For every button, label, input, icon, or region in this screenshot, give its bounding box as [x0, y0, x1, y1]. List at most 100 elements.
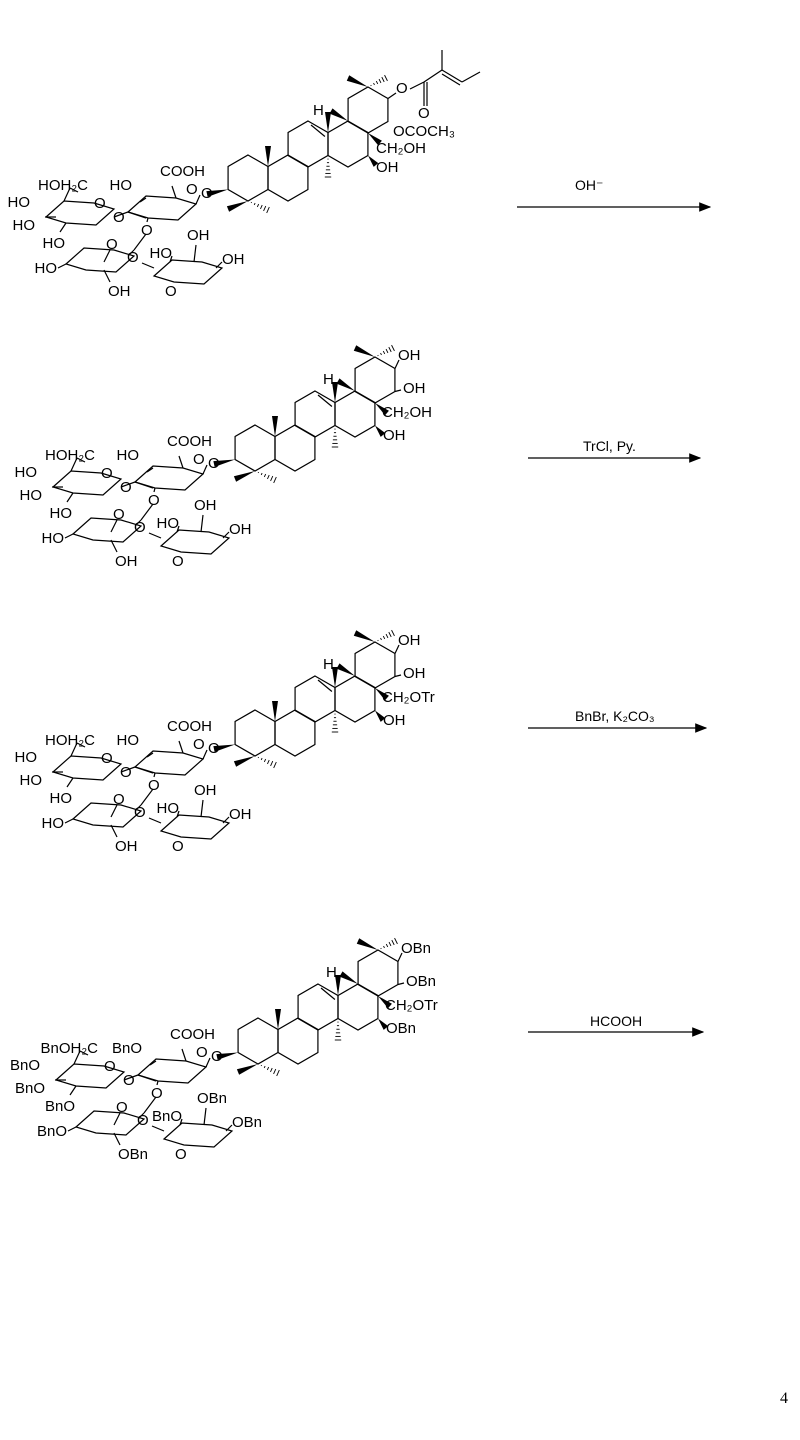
reaction-arrow-4: HCOOH — [528, 1013, 705, 1037]
bond — [387, 92, 397, 99]
sugar-label: OH — [108, 283, 131, 300]
hashed-bond — [388, 631, 392, 638]
ring-c — [294, 390, 336, 438]
wedge-bond — [375, 710, 386, 722]
bond — [123, 1074, 139, 1081]
substituent-label: H — [313, 102, 324, 119]
bond — [225, 1124, 233, 1132]
hashed-bond — [380, 637, 382, 641]
sugar-label: HO — [50, 790, 73, 807]
sugar-label: BnO — [10, 1057, 40, 1074]
ring-b — [274, 424, 316, 472]
bond — [134, 519, 142, 527]
hashed-bond — [382, 635, 386, 640]
bond — [151, 1125, 165, 1132]
sugar-label: O — [94, 195, 106, 212]
sugar-label: O — [165, 283, 177, 300]
rhamnose-ring — [71, 517, 143, 543]
substituent-label: H — [323, 371, 334, 388]
substituent-label: CH₂OTr — [382, 689, 435, 706]
sugar-label: OBn — [197, 1090, 227, 1107]
wedge-bond — [236, 1064, 258, 1075]
bond — [70, 742, 78, 757]
sugar-label: O — [175, 1146, 187, 1163]
bond — [63, 187, 71, 202]
wedge-bond — [325, 112, 331, 133]
hashed-bond — [388, 941, 392, 947]
sugar-label: OH — [222, 251, 245, 268]
bond — [394, 359, 400, 369]
structure-benzylated-saponin: OBnOBnHCH₂OTrOBnBnOH₂CBnOBnOBnOOOBnOCOOH… — [10, 937, 438, 1163]
bond — [195, 194, 201, 205]
substituent-label: OCOCH₃ — [393, 123, 455, 140]
ring-c — [287, 120, 329, 168]
hashed-bond — [373, 82, 375, 86]
bond — [441, 73, 461, 86]
sugar-label: O — [113, 506, 125, 523]
sugar-label: O — [193, 736, 205, 753]
substituent-label: OH — [403, 380, 426, 397]
sugar-label: HOH₂C — [45, 732, 95, 749]
hashed-bond — [273, 476, 277, 484]
bond — [140, 788, 154, 806]
sugar-label: COOH — [167, 433, 212, 450]
ring-a — [234, 709, 276, 757]
bond — [176, 810, 180, 818]
substituent-label: O — [418, 105, 430, 122]
bond — [137, 1074, 157, 1082]
sugar-label: COOH — [160, 163, 205, 180]
bond — [110, 824, 118, 838]
bond — [127, 249, 135, 257]
wedge-bond — [353, 345, 375, 357]
hashed-bond — [260, 204, 263, 210]
wedge-bond — [265, 146, 271, 167]
bond — [203, 1107, 207, 1126]
wedge-bond — [378, 996, 392, 1009]
sugar-label: BnO — [112, 1040, 142, 1057]
sugar-label: HO — [117, 447, 140, 464]
ring-a — [227, 154, 269, 202]
hashed-bond — [385, 633, 389, 639]
wedge-bond — [216, 1052, 238, 1060]
wedge-bond — [336, 378, 355, 391]
sugar-label: O — [101, 750, 113, 767]
ring-e — [354, 356, 396, 404]
substituent-label: H — [323, 656, 334, 673]
sugar-label: HO — [43, 235, 66, 252]
bond — [423, 69, 443, 83]
sugar-label: COOH — [167, 718, 212, 735]
bond — [178, 740, 184, 754]
double-bond — [320, 987, 336, 1000]
fucose-ring — [159, 529, 231, 555]
glucuronic-acid-ring — [133, 465, 205, 491]
bond — [73, 1050, 81, 1065]
wedge-bond — [272, 701, 278, 722]
substituent-label: OH — [383, 427, 406, 444]
wedge-bond — [226, 201, 248, 212]
bond — [193, 244, 197, 263]
bond — [120, 481, 136, 488]
fucose-ring — [162, 1122, 234, 1148]
sugar-label: O — [208, 740, 220, 757]
bond — [149, 1060, 157, 1066]
ring-d — [337, 983, 379, 1031]
bond — [103, 249, 111, 263]
wedge-bond — [368, 133, 382, 146]
bond — [179, 1118, 183, 1126]
hashed-bond — [391, 939, 395, 946]
bond — [409, 81, 425, 90]
bond — [113, 1112, 121, 1126]
bond — [134, 804, 142, 812]
sugar-label: O — [116, 1099, 128, 1116]
hashed-bond — [381, 76, 385, 83]
bond — [394, 389, 402, 393]
sugar-label: O — [172, 553, 184, 570]
hashed-bond — [266, 206, 270, 214]
bond — [64, 818, 74, 824]
sugar-label: O — [148, 492, 160, 509]
sugar-label: O — [172, 838, 184, 855]
hashed-bond — [263, 205, 267, 212]
sugar-label: O — [101, 465, 113, 482]
bond — [134, 481, 154, 489]
bond — [146, 467, 154, 473]
